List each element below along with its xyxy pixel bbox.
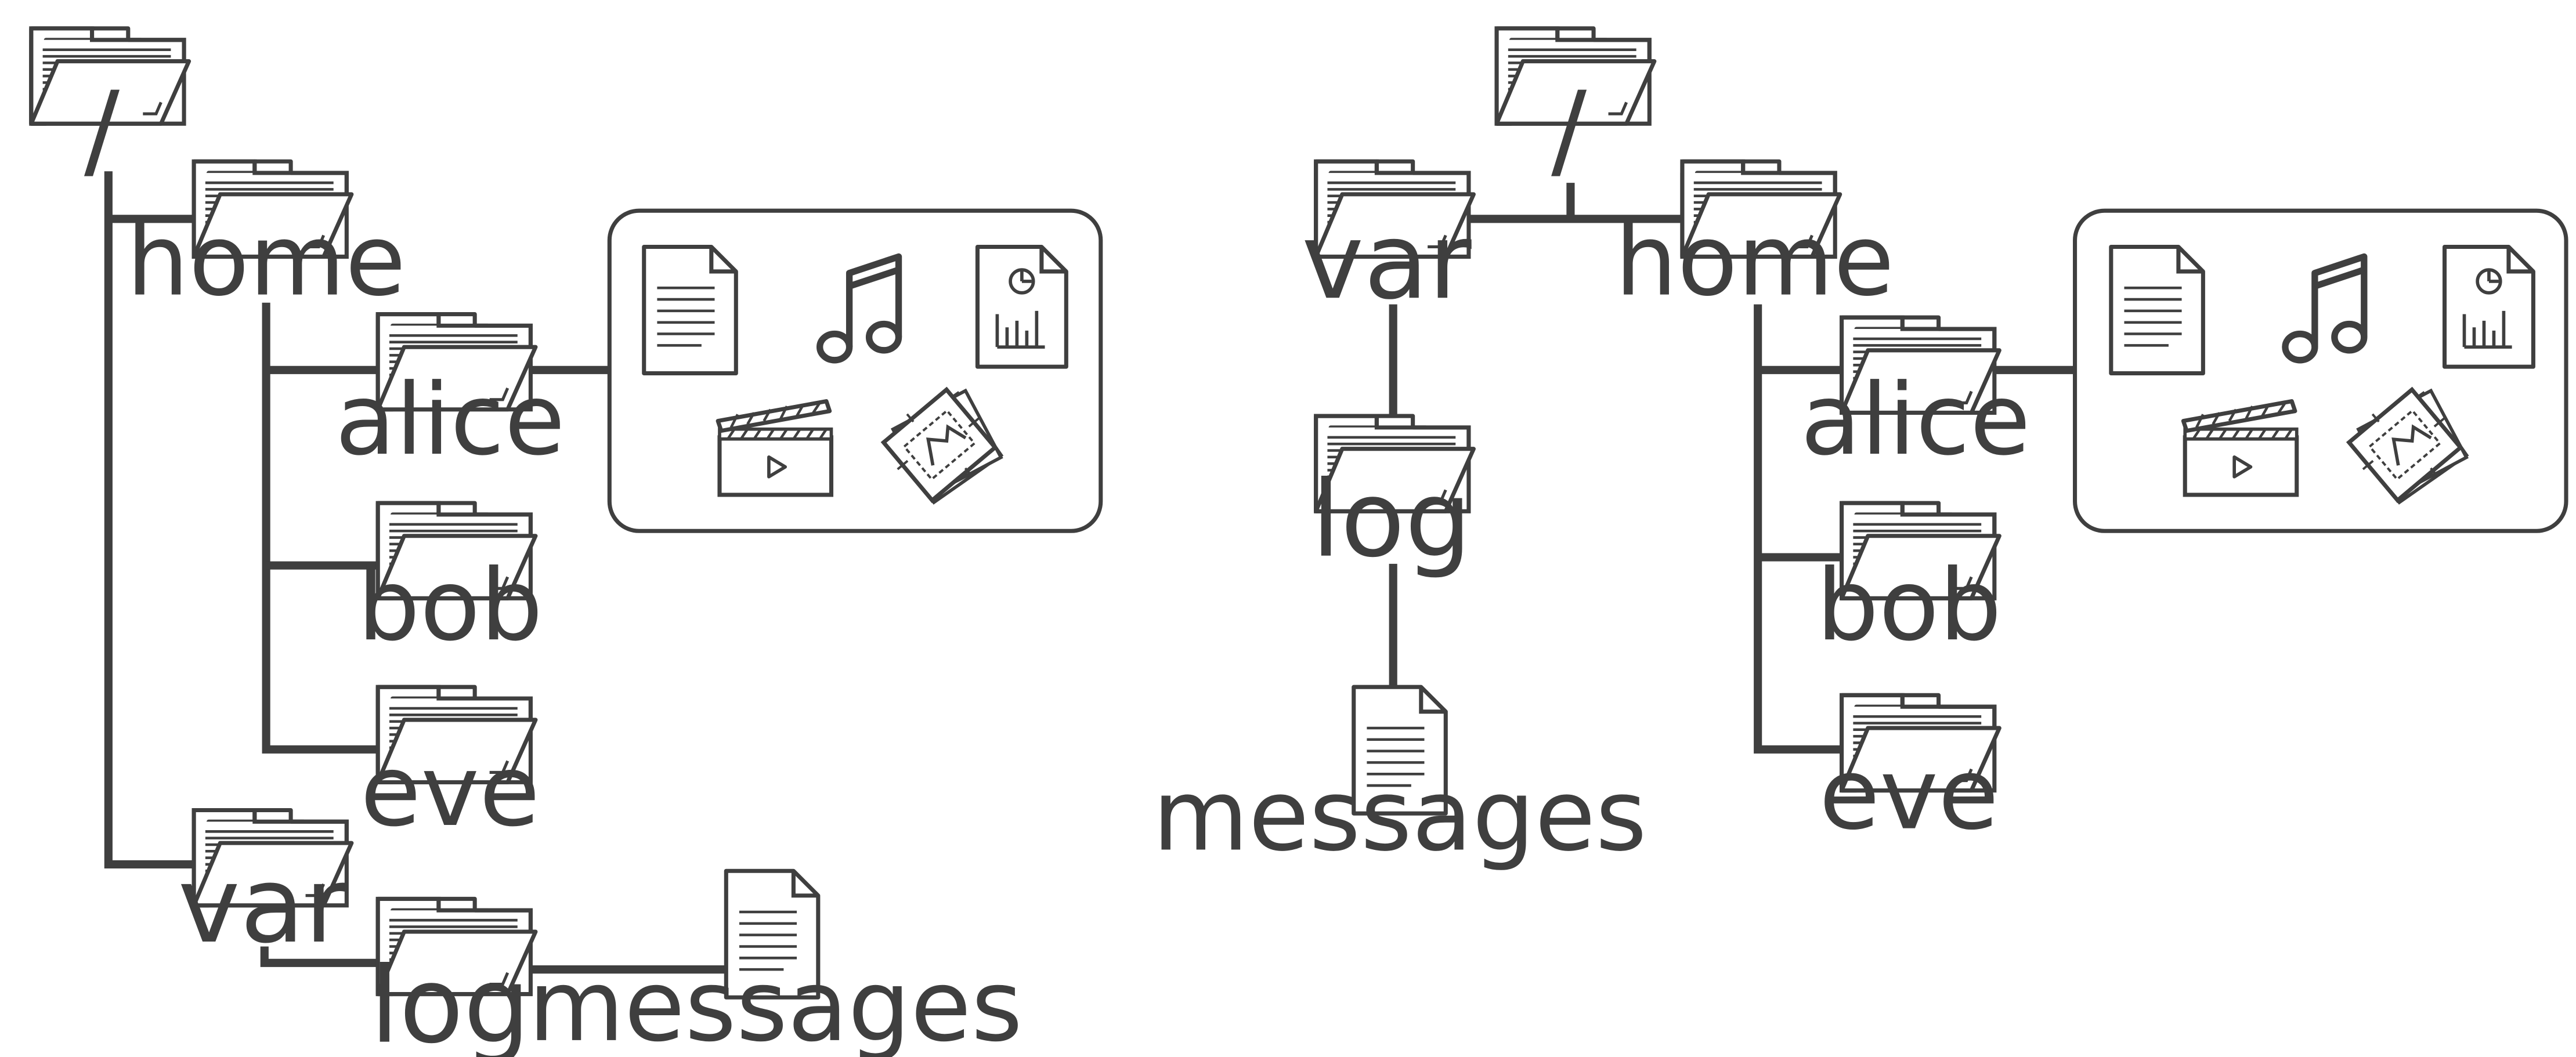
home-label: home (1615, 204, 1895, 318)
connector-var-log (260, 946, 378, 967)
chart-document-icon (977, 247, 1066, 367)
home-label: home (127, 204, 406, 318)
var-label: var (178, 844, 348, 966)
log-label: log (370, 944, 530, 1057)
root-label: / (84, 69, 120, 191)
connector-root-spine (104, 171, 194, 869)
document-icon (644, 247, 736, 373)
root-label: / (1551, 69, 1587, 191)
connector-home-spine (262, 302, 378, 754)
left-tree: / home alice bob eve var log messages (31, 28, 1103, 1057)
connector-home-spine (1754, 304, 1844, 754)
chart-document-icon (2445, 247, 2534, 367)
messages-label: messages (528, 949, 1023, 1057)
right-tree: / var log messages home alice bob eve (1152, 28, 2568, 873)
eve-label: eve (360, 734, 540, 849)
bob-label: bob (357, 548, 543, 663)
bob-label: bob (1816, 548, 2002, 663)
var-label: var (1302, 200, 1472, 323)
eve-label: eve (1819, 737, 1999, 852)
document-icon (2111, 247, 2203, 373)
log-label: log (1312, 458, 1472, 581)
alice-label: alice (335, 363, 565, 477)
alice-label: alice (1801, 363, 2031, 477)
messages-label: messages (1152, 758, 1647, 873)
